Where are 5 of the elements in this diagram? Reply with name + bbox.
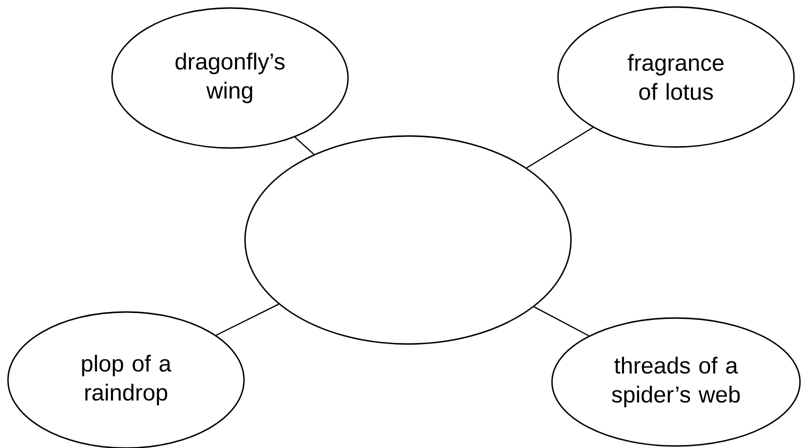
connector-line xyxy=(534,306,590,336)
connector-line xyxy=(526,127,594,168)
center-ellipse xyxy=(244,135,572,345)
connector-line xyxy=(294,136,314,155)
connector-line xyxy=(216,304,279,336)
